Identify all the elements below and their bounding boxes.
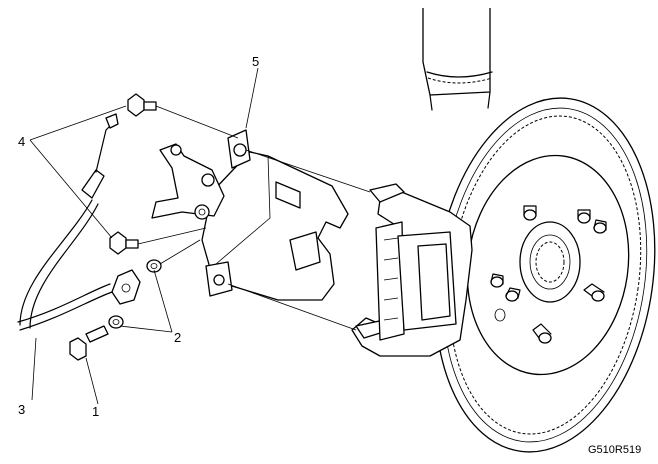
callout-4: 4 bbox=[18, 134, 25, 149]
wheel-stud bbox=[583, 283, 605, 302]
alignment-lines bbox=[137, 105, 371, 331]
callout-2: 2 bbox=[174, 330, 181, 345]
callout-3: 3 bbox=[18, 402, 25, 417]
wheel-stud bbox=[505, 287, 521, 302]
wheel-stud bbox=[490, 273, 504, 288]
callout-1: 1 bbox=[92, 404, 99, 419]
washer-upper bbox=[146, 259, 162, 273]
wheel-stud bbox=[577, 209, 591, 224]
strut-column bbox=[422, 8, 493, 111]
brake-pads bbox=[375, 221, 457, 341]
caliper-bolt-lower bbox=[109, 231, 139, 255]
wheel-stud bbox=[523, 205, 537, 221]
parking-brake-cable bbox=[17, 113, 119, 331]
wheel-stud bbox=[532, 323, 552, 344]
callout-leaders bbox=[29, 67, 259, 405]
wheel-stud bbox=[593, 219, 607, 234]
caliper-bolt-upper bbox=[127, 93, 157, 117]
cable-bracket-bolt bbox=[69, 325, 109, 361]
callout-5: 5 bbox=[252, 54, 259, 69]
parking-brake-lever bbox=[151, 143, 225, 220]
washer-lower bbox=[108, 315, 124, 329]
cable-bracket bbox=[111, 269, 141, 305]
figure-id: G510R519 bbox=[588, 444, 641, 456]
wheel-studs bbox=[490, 205, 607, 344]
caliper-body bbox=[201, 129, 349, 301]
